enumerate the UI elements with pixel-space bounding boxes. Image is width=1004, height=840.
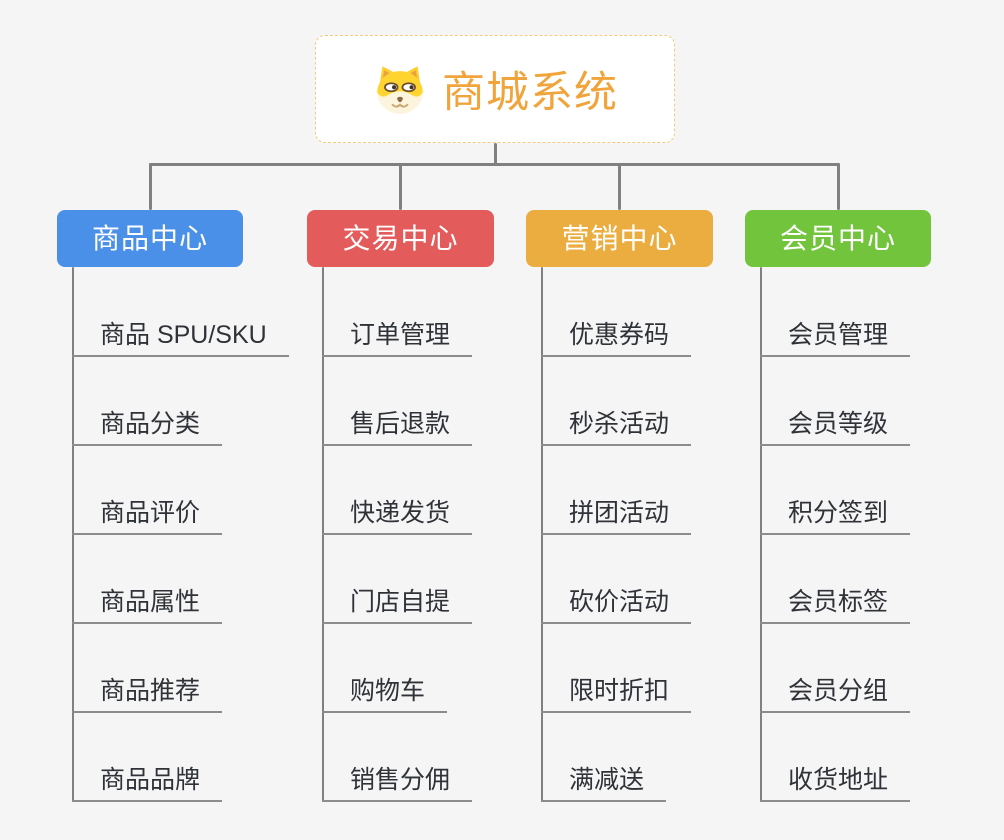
child-node-trade-center-5[interactable]: 销售分佣 bbox=[322, 764, 473, 802]
connector-branch-drop-marketing-center bbox=[618, 163, 621, 210]
connector-branch-drop-member-center bbox=[837, 163, 840, 210]
branch-node-trade-center[interactable]: 交易中心 bbox=[307, 210, 494, 267]
connector-branch-drop-trade-center bbox=[399, 163, 402, 210]
child-node-marketing-center-0[interactable]: 优惠券码 bbox=[541, 319, 692, 357]
branch-node-label: 交易中心 bbox=[342, 223, 459, 254]
child-node-marketing-center-3[interactable]: 砍价活动 bbox=[541, 586, 692, 624]
child-node-product-center-3[interactable]: 商品属性 bbox=[72, 586, 223, 624]
branch-node-label: 会员中心 bbox=[779, 223, 896, 254]
child-node-member-center-0[interactable]: 会员管理 bbox=[760, 319, 911, 357]
child-node-member-center-4[interactable]: 会员分组 bbox=[760, 675, 911, 713]
child-node-trade-center-0[interactable]: 订单管理 bbox=[322, 319, 473, 357]
child-node-product-center-5[interactable]: 商品品牌 bbox=[72, 764, 223, 802]
branch-node-marketing-center[interactable]: 营销中心 bbox=[526, 210, 713, 267]
dog-face-icon bbox=[377, 66, 423, 114]
child-node-marketing-center-1[interactable]: 秒杀活动 bbox=[541, 408, 692, 446]
connector-branch-drop-product-center bbox=[149, 163, 152, 210]
branch-node-product-center[interactable]: 商品中心 bbox=[57, 210, 243, 267]
child-node-member-center-2[interactable]: 积分签到 bbox=[760, 497, 911, 535]
child-node-trade-center-4[interactable]: 购物车 bbox=[322, 675, 448, 713]
child-node-product-center-4[interactable]: 商品推荐 bbox=[72, 675, 223, 713]
connector-bus bbox=[149, 163, 840, 166]
child-node-member-center-3[interactable]: 会员标签 bbox=[760, 586, 911, 624]
root-node-label: 商城系统 bbox=[442, 69, 618, 117]
child-node-product-center-2[interactable]: 商品评价 bbox=[72, 497, 223, 535]
branch-node-label: 营销中心 bbox=[561, 223, 678, 254]
child-node-marketing-center-2[interactable]: 拼团活动 bbox=[541, 497, 692, 535]
child-node-trade-center-1[interactable]: 售后退款 bbox=[322, 408, 473, 446]
child-node-marketing-center-5[interactable]: 满减送 bbox=[541, 764, 667, 802]
child-node-product-center-0[interactable]: 商品 SPU/SKU bbox=[72, 319, 289, 357]
child-node-member-center-1[interactable]: 会员等级 bbox=[760, 408, 911, 446]
branch-node-label: 商品中心 bbox=[91, 223, 208, 254]
child-node-trade-center-2[interactable]: 快递发货 bbox=[322, 497, 473, 535]
child-node-marketing-center-4[interactable]: 限时折扣 bbox=[541, 675, 692, 713]
connector-root-stub bbox=[494, 143, 497, 166]
child-node-trade-center-3[interactable]: 门店自提 bbox=[322, 586, 473, 624]
root-node[interactable]: 商城系统 bbox=[315, 35, 675, 143]
child-node-member-center-5[interactable]: 收货地址 bbox=[760, 764, 911, 802]
branch-node-member-center[interactable]: 会员中心 bbox=[745, 210, 931, 267]
child-node-product-center-1[interactable]: 商品分类 bbox=[72, 408, 223, 446]
